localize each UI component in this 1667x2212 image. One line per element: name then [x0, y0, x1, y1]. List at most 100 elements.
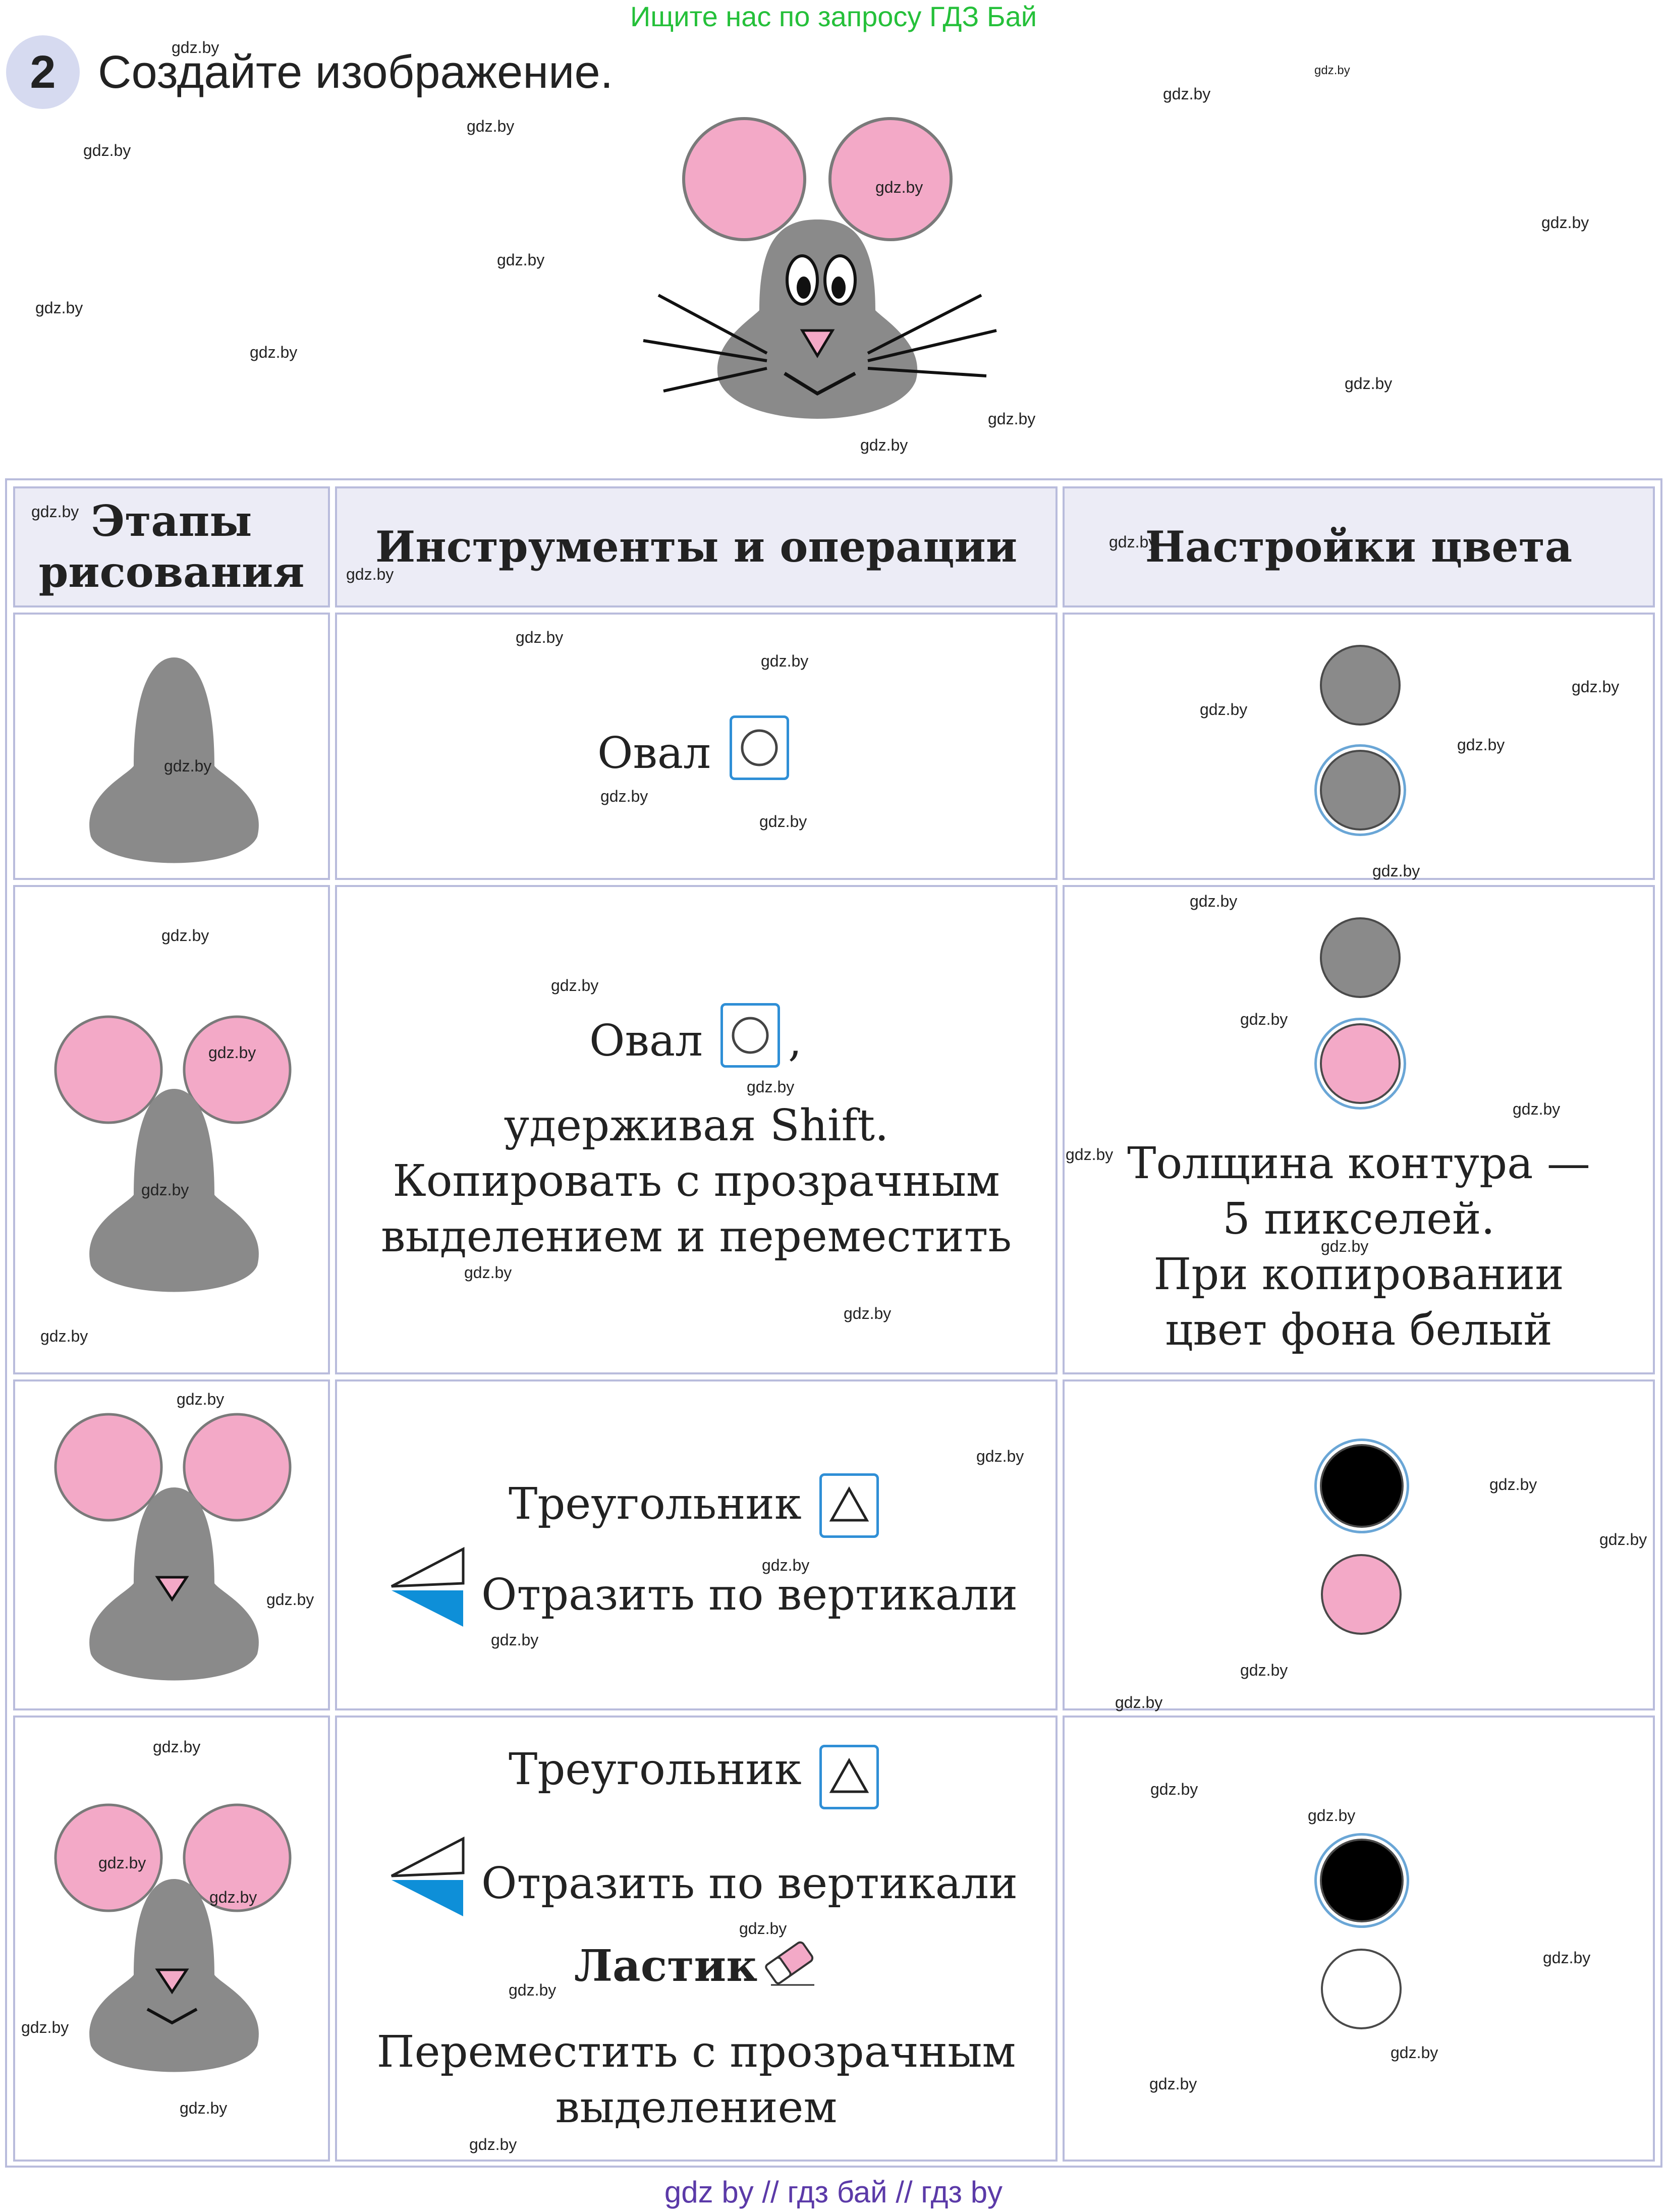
watermark: gdz.by [1240, 1661, 1288, 1679]
row3-stage [13, 1379, 330, 1710]
watermark: gdz.by [1457, 736, 1505, 754]
oval-tool-button[interactable] [720, 1003, 780, 1068]
watermark: gdz.by [1599, 1530, 1647, 1549]
foreground-color-swatch[interactable] [1320, 917, 1401, 998]
foreground-color-swatch[interactable] [1320, 645, 1401, 726]
oval-tool-label: Овал [597, 728, 711, 779]
watermark: gdz.by [346, 565, 394, 583]
mouse-head [717, 219, 918, 419]
row2-tools: Овал , удерживая Shift. Копировать с про… [335, 885, 1058, 1374]
watermark: gdz.by [35, 299, 83, 317]
watermark: gdz.by [1572, 678, 1620, 696]
foreground-color-swatch[interactable] [1320, 1444, 1404, 1528]
watermark: gdz.by [177, 1390, 225, 1408]
watermark: gdz.by [208, 1043, 256, 1062]
triangle-tool-label: Треугольник [509, 1479, 802, 1529]
watermark: gdz.by [266, 1590, 314, 1609]
watermark: gdz.by [83, 141, 131, 159]
watermark: gdz.by [1149, 2075, 1197, 2093]
background-color-swatch[interactable] [1321, 1554, 1402, 1635]
comma: , [788, 1016, 802, 1066]
watermark: gdz.by [467, 117, 515, 135]
row3-colors [1063, 1379, 1655, 1710]
triangle-icon [829, 1486, 869, 1522]
stage2-head-ears [54, 1015, 292, 1292]
task-title: Создайте изображение. [98, 46, 614, 98]
triangle-tool-button[interactable] [819, 1473, 879, 1538]
watermark: gdz.by [1372, 862, 1420, 880]
watermark: gdz.by [1308, 1806, 1356, 1824]
eraser-icon[interactable] [759, 1934, 819, 1990]
watermark: gdz.by [464, 1263, 512, 1282]
row2-instruction-line1: удерживая Shift. [504, 1100, 889, 1151]
footer-links[interactable]: gdz by // гдз бай // гдз by [664, 2175, 1003, 2209]
watermark: gdz.by [860, 436, 908, 454]
watermark: gdz.by [1541, 213, 1589, 232]
mouse-mouth [784, 371, 856, 396]
watermark: gdz.by [600, 787, 648, 805]
watermark: gdz.by [762, 1556, 810, 1574]
watermark: gdz.by [469, 2135, 517, 2153]
mouse-nose [800, 329, 835, 358]
background-color-swatch[interactable] [1320, 750, 1401, 831]
oval-icon [741, 729, 778, 766]
watermark: gdz.by [509, 1981, 557, 1999]
watermark: gdz.by [164, 757, 212, 775]
oval-tool-button[interactable] [730, 715, 789, 780]
watermark: gdz.by [21, 2018, 69, 2036]
mouse-left-ear [682, 117, 806, 241]
watermark: gdz.by [209, 1888, 257, 1906]
header-colors: Настройки цвета [1063, 486, 1655, 607]
mouse-illustration [643, 117, 997, 419]
background-color-swatch[interactable] [1321, 1949, 1402, 2029]
mouse-right-ear [828, 117, 953, 241]
flip-vertical-icon[interactable] [387, 1544, 468, 1630]
watermark: gdz.by [497, 251, 545, 269]
watermark: gdz.by [153, 1738, 201, 1756]
watermark: gdz.by [976, 1447, 1024, 1465]
watermark: gdz.by [844, 1304, 892, 1322]
watermark: gdz.by [551, 976, 599, 994]
watermark: gdz.by [739, 1919, 787, 1938]
stage1-head [89, 657, 259, 863]
watermark: gdz.by [759, 812, 807, 831]
watermark: gdz.by [98, 1854, 146, 1872]
watermark: gdz.by [1321, 1237, 1369, 1255]
row1-colors [1063, 613, 1655, 880]
outline-note-line2: 5 пикселей. [1223, 1194, 1495, 1244]
search-banner[interactable]: Ищите нас по запросу ГДЗ Бай [630, 1, 1037, 32]
outline-note-line3: При копировании [1153, 1249, 1564, 1300]
watermark: gdz.by [1345, 374, 1393, 393]
triangle-tool-button[interactable] [819, 1745, 879, 1809]
row2-stage [13, 885, 330, 1374]
stage3-head-nose [54, 1413, 292, 1681]
foreground-color-swatch[interactable] [1320, 1839, 1404, 1922]
row4-tools: Треугольник Отразить по вертикали Ластик… [335, 1716, 1058, 2162]
watermark: gdz.by [875, 178, 923, 196]
row1-tools: Овал [335, 613, 1058, 880]
row4-colors [1063, 1716, 1655, 2162]
row2-instruction-line2: Копировать с прозрачным [393, 1156, 1000, 1206]
stage4-head-mouth [54, 1803, 292, 2072]
watermark: gdz.by [1489, 1475, 1537, 1494]
background-color-swatch[interactable] [1320, 1023, 1401, 1104]
watermark: gdz.by [1543, 1949, 1591, 1967]
header-stages: Этапы рисования [13, 486, 330, 607]
watermark: gdz.by [161, 926, 209, 945]
watermark: gdz.by [1150, 1780, 1198, 1798]
watermark: gdz.by [747, 1078, 795, 1096]
header-tools: Инструменты и операции [335, 486, 1058, 607]
watermark: gdz.by [1314, 64, 1350, 77]
task-header: 2 Создайте изображение. [6, 34, 613, 110]
watermark: gdz.by [988, 410, 1036, 428]
flip-vertical-label: Отразить по вертикали [481, 1858, 1018, 1909]
watermark: gdz.by [516, 628, 564, 646]
row2-instruction-line3: выделением и переместить [380, 1211, 1012, 1262]
triangle-icon [829, 1757, 869, 1793]
watermark: gdz.by [1240, 1010, 1288, 1028]
flip-vertical-icon[interactable] [387, 1834, 468, 1919]
mouse-whiskers [643, 294, 997, 393]
steps-table [5, 478, 1662, 2168]
watermark: gdz.by [1200, 700, 1248, 718]
watermark: gdz.by [172, 38, 219, 57]
